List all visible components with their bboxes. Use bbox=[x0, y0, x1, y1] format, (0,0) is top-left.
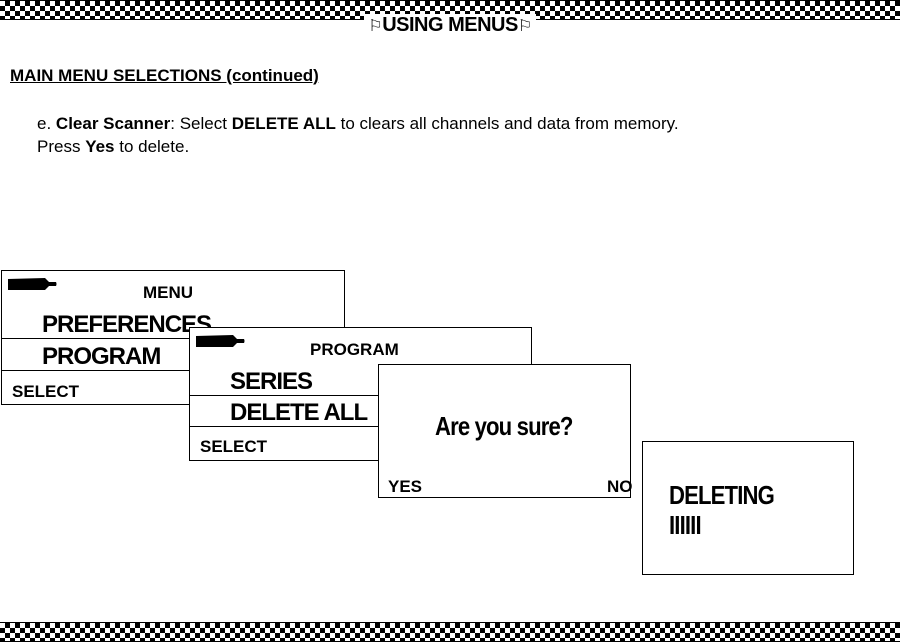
progress-bars: IIIIII bbox=[669, 510, 702, 540]
confirm-question: Are you sure? bbox=[435, 411, 573, 441]
divider bbox=[2, 338, 344, 339]
menu-screen: MENU PREFERENCES PROGRAM SELECT bbox=[1, 270, 345, 405]
select-softkey[interactable]: SELECT bbox=[12, 382, 80, 401]
confirm-screen: Are you sure? YES NO bbox=[378, 364, 633, 498]
instruction-text: to delete. bbox=[114, 137, 190, 156]
menu-item-delete-all[interactable]: DELETE ALL bbox=[190, 397, 531, 427]
divider bbox=[2, 370, 344, 371]
instruction-line-1: e. Clear Scanner: Select DELETE ALL to c… bbox=[37, 114, 679, 134]
yes-softkey[interactable]: YES bbox=[388, 477, 423, 496]
flag-icon: ⚐ bbox=[368, 18, 383, 35]
item-name: Clear Scanner bbox=[55, 114, 171, 133]
option-name: DELETE ALL bbox=[231, 114, 336, 133]
page-header: ⚐USING MENUS⚐ bbox=[0, 14, 900, 37]
instruction-text: : Select bbox=[170, 114, 232, 133]
item-letter: e. bbox=[37, 114, 52, 133]
page-title: USING MENUS bbox=[382, 14, 518, 36]
instruction-line-2: Press Yes to delete. bbox=[37, 137, 189, 157]
menu-item-preferences[interactable]: PREFERENCES bbox=[2, 309, 344, 339]
select-softkey[interactable]: SELECT bbox=[200, 437, 268, 456]
pointer-icon bbox=[196, 335, 245, 347]
no-softkey[interactable]: NO bbox=[607, 477, 633, 496]
checkered-border-top bbox=[0, 0, 900, 20]
divider bbox=[190, 395, 531, 396]
divider bbox=[190, 426, 531, 427]
deleting-screen: DELETING IIIIII bbox=[642, 441, 854, 575]
checkered-border-bottom bbox=[0, 622, 900, 642]
pointer-icon bbox=[8, 278, 57, 290]
menu-item-series[interactable]: SERIES bbox=[190, 366, 531, 396]
screen-title: PROGRAM bbox=[310, 340, 399, 359]
instruction-text: Press bbox=[37, 137, 86, 156]
instruction-text: to clears all channels and data from mem… bbox=[335, 114, 679, 133]
flag-icon: ⚐ bbox=[517, 18, 532, 35]
menu-item-label: SERIES bbox=[230, 368, 313, 395]
section-heading: MAIN MENU SELECTIONS (continued) bbox=[10, 66, 319, 85]
screen-title: MENU bbox=[143, 283, 194, 302]
menu-item-label: PROGRAM bbox=[42, 343, 161, 370]
deleting-status: DELETING bbox=[669, 480, 775, 510]
menu-item-label: PREFERENCES bbox=[42, 311, 212, 338]
menu-item-program[interactable]: PROGRAM bbox=[2, 341, 344, 371]
menu-item-label: DELETE ALL bbox=[230, 399, 368, 426]
confirm-key: Yes bbox=[85, 137, 115, 156]
